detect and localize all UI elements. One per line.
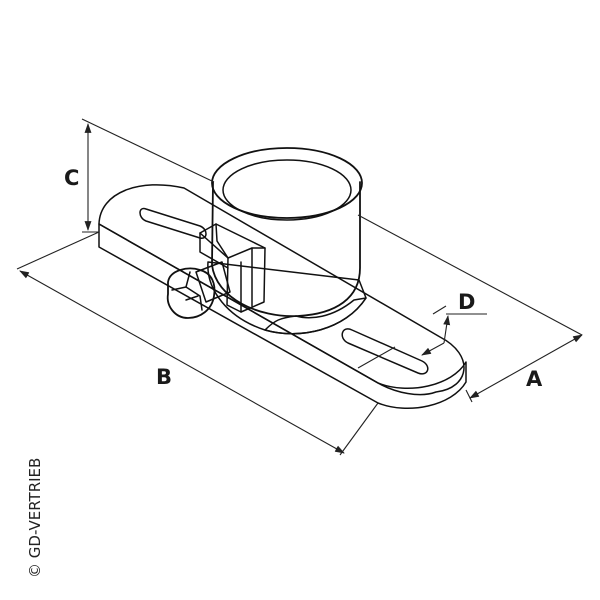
label-a: A xyxy=(526,367,543,391)
slot-right xyxy=(341,328,429,375)
dimension-c xyxy=(81,118,215,233)
dimension-b xyxy=(16,231,379,456)
label-c: C xyxy=(64,166,79,190)
dimension-a xyxy=(357,214,583,403)
dimension-d xyxy=(357,305,487,369)
label-d: D xyxy=(458,290,475,314)
label-b: B xyxy=(156,365,172,389)
pipe-socket xyxy=(211,147,363,317)
slot-left xyxy=(139,207,207,239)
copyright-notice: © GD-VERTRIEB xyxy=(26,458,44,578)
